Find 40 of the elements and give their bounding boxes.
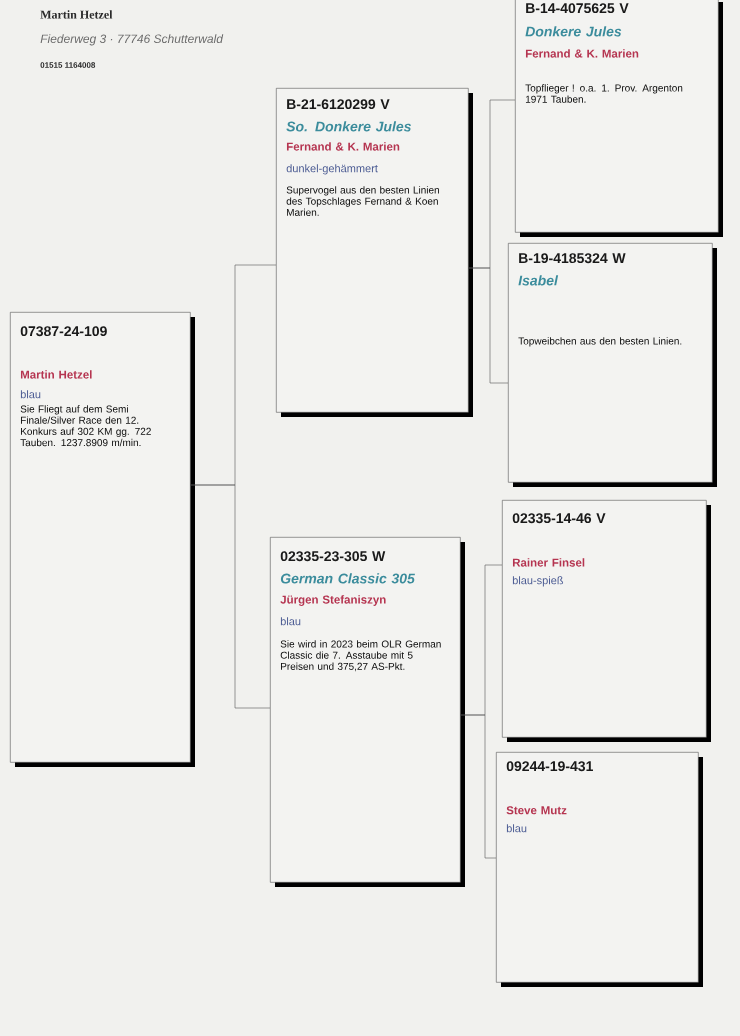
connector-line [460, 714, 497, 859]
plumage-color: blau [20, 390, 41, 399]
description-text: Topweibchen aus den besten Linien. [518, 337, 682, 347]
ring-number: 09244-19-431 [506, 761, 593, 772]
description-text: Sie wird in 2023 beim OLR German Classic die 7. Asstaube mit 5 Preisen und 375,27 AS-Pkt. [280, 640, 441, 672]
plumage-color: blau [280, 617, 301, 626]
ring-number: B-21-6120299 V [287, 99, 390, 110]
plumage-color: blau-spieß [512, 576, 564, 587]
pedigree-card [270, 537, 465, 887]
description-text: Supervogel aus den besten Linien des Topschlages Fernand & Koen Marien. [286, 186, 439, 216]
pedigree-card [515, 0, 723, 237]
ring-number: B-14-4075625 V [526, 3, 629, 14]
pedigree-card [10, 312, 195, 767]
breeder-name: Martin Hetzel [20, 370, 92, 379]
connector-line [190, 484, 271, 709]
breeder-name: Fernand & K. Marien [525, 49, 639, 58]
ring-number: 02335-23-305 W [280, 551, 386, 562]
description-text: Sie Fliegt auf dem Semi Finale/Silver Race den 12. Konkurs auf 302 KM gg. 722 Tauben. 1237.8909 m/min. [20, 405, 151, 447]
connector-line [468, 267, 509, 384]
pedigree-card [276, 88, 473, 417]
plumage-color: dunkel-gehämmert [286, 164, 378, 175]
breeder-name: Fernand & K. Marien [286, 142, 400, 151]
ring-number: 07387-24-109 [20, 326, 107, 337]
phone-number: 01515 1164008 [40, 62, 96, 68]
address-text: Fiederweg 3 · 77746 Schutterwald [40, 34, 224, 46]
ring-number: B-19-4185324 W [519, 253, 626, 264]
plumage-color: blau [506, 824, 527, 833]
pedigree-card [508, 243, 717, 487]
pigeon-name: Isabel [518, 275, 559, 286]
pedigree-card [496, 752, 703, 987]
pigeon-name: So. Donkere Jules [286, 121, 411, 132]
pigeon-name: German Classic 305 [280, 573, 415, 584]
breeder-name: Jürgen Stefaniszyn [280, 595, 386, 606]
description-text: Topflieger ! o.a. 1. Prov. Argenton 1971 Tauben. [525, 84, 683, 103]
breeder-name: Steve Mutz [506, 806, 567, 815]
breeder-name: Rainer Finsel [512, 558, 585, 567]
breeder-name: Martin Hetzel [40, 10, 113, 19]
pigeon-name: Donkere Jules [525, 26, 622, 37]
pedigree-card [502, 500, 711, 742]
ring-number: 02335-14-46 V [512, 513, 606, 524]
